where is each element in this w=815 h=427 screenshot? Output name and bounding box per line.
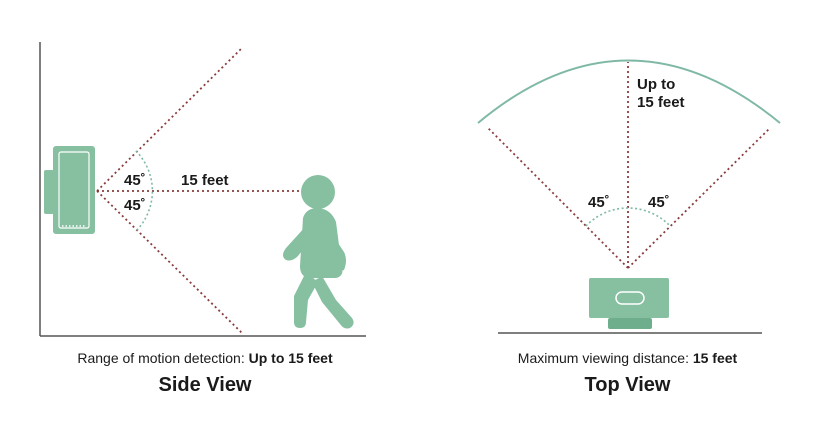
side-angle-top-label: 45˚ xyxy=(124,172,146,189)
top-view-title: Top View xyxy=(584,374,671,396)
side-camera-mount-icon xyxy=(44,170,54,214)
top-caption-prefix: Maximum viewing distance: xyxy=(517,350,693,366)
side-cone-upper-line xyxy=(96,47,243,192)
side-caption-value: Up to 15 feet xyxy=(248,350,333,366)
top-fov-right-line xyxy=(627,127,771,269)
top-range-line2: 15 feet xyxy=(637,94,685,111)
top-range-line1: Up to xyxy=(637,76,675,93)
side-view-diagram: 45˚ 45˚ 15 feet xyxy=(39,42,366,337)
side-cone-lower-line xyxy=(96,190,243,334)
side-view-title: Side View xyxy=(158,374,252,396)
side-distance-label: 15 feet xyxy=(181,172,229,189)
top-camera-lens-icon xyxy=(615,291,645,305)
top-angle-arc xyxy=(585,207,671,227)
top-angle-right-label: 45˚ xyxy=(648,194,670,211)
top-caption-value: 15 feet xyxy=(692,350,738,366)
side-angle-bottom-label: 45˚ xyxy=(124,197,146,214)
top-camera-stand-icon xyxy=(608,318,652,329)
top-range-arc xyxy=(477,59,781,124)
side-view-caption: Range of motion detection: Up to 15 feet xyxy=(0,350,410,366)
side-angle-arc xyxy=(135,150,154,232)
top-angle-left-label: 45˚ xyxy=(588,194,610,211)
top-camera-body-icon xyxy=(589,278,669,318)
walking-person-icon xyxy=(283,175,354,329)
top-view-diagram: 45˚ 45˚ Up to 15 feet xyxy=(477,59,781,334)
top-view-caption: Maximum viewing distance: 15 feet xyxy=(420,350,815,366)
side-caption-prefix: Range of motion detection: xyxy=(77,350,249,366)
side-camera-screen-icon xyxy=(58,151,90,229)
side-camera-body-icon xyxy=(53,146,95,234)
